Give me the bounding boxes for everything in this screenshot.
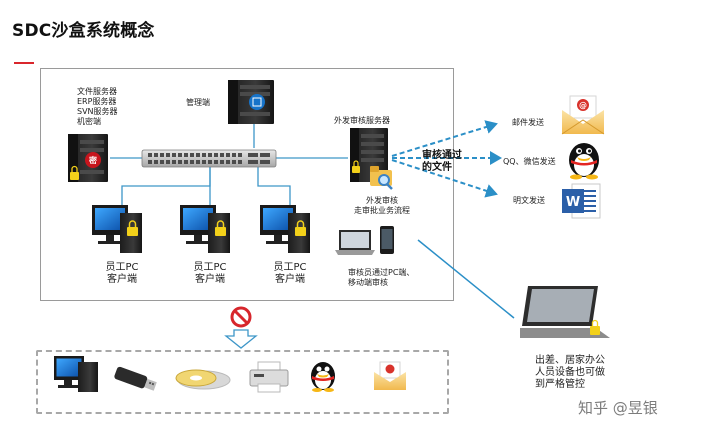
page-title: SDC沙盒系统概念 xyxy=(12,21,155,41)
channel-qq-label: QQ、微信发送 xyxy=(503,157,556,166)
channel-plaintext-label: 明文发送 xyxy=(513,196,545,205)
management-label: 管理端 xyxy=(186,98,210,107)
employee-pc-icon-2 xyxy=(180,205,230,253)
secret-server-icon: 密 xyxy=(68,134,108,182)
magnifier-folder-icon xyxy=(370,166,393,190)
email-envelope-icon: @ xyxy=(561,95,605,135)
client-label-3: 员工PC 客户端 xyxy=(268,262,312,286)
reviewer-line-1: 审核员通过PC端、 xyxy=(348,268,415,277)
client-2-line-2: 客户端 xyxy=(195,274,225,285)
watermark: 知乎 @昱银 xyxy=(578,399,658,417)
title-accent-rule xyxy=(14,62,34,64)
printer-icon xyxy=(249,361,289,393)
svg-text:密: 密 xyxy=(88,155,97,165)
prohibited-icon xyxy=(230,306,252,328)
server-label-file: 文件服务器 xyxy=(77,87,117,96)
down-arrow-icon xyxy=(224,329,258,349)
employee-pc-icon-3 xyxy=(260,205,310,253)
audit-label: 外发审核 走审批业务流程 xyxy=(352,196,412,216)
client-3-line-1: 员工PC xyxy=(273,262,307,273)
management-server-icon xyxy=(228,80,274,124)
client-3-line-2: 客户端 xyxy=(275,274,305,285)
employee-pc-icon-1 xyxy=(92,205,142,253)
reviewer-line-2: 移动端审核 xyxy=(348,278,388,287)
disc-icon xyxy=(175,369,231,390)
server-label-svn: SVN服务器 xyxy=(77,107,118,116)
usb-drive-icon xyxy=(114,366,157,391)
network-switch-icon xyxy=(141,149,277,168)
client-1-line-2: 客户端 xyxy=(107,274,137,285)
qq-penguin-icon xyxy=(569,143,599,180)
remote-line-2: 人员设备也可做 xyxy=(535,367,605,378)
client-label-2: 员工PC 客户端 xyxy=(188,262,232,286)
qq-penguin-small-icon xyxy=(311,362,335,392)
email-small-icon xyxy=(374,361,406,390)
reviewer-laptop-icon xyxy=(335,230,375,255)
remote-line-3: 到严格管控 xyxy=(535,379,585,390)
reviewer-phone-icon xyxy=(380,226,394,254)
server-label-erp: ERP服务器 xyxy=(77,97,117,106)
blocked-devices-zone xyxy=(36,350,449,414)
outbound-server-label: 外发审核服务器 xyxy=(334,116,390,125)
client-1-line-1: 员工PC xyxy=(105,262,139,273)
audit-line-1: 外发审核 xyxy=(366,196,398,205)
remote-line-1: 出差、居家办公 xyxy=(535,355,605,366)
remote-label: 出差、居家办公 人员设备也可做 到严格管控 xyxy=(535,355,605,391)
svg-text:W: W xyxy=(566,195,580,210)
approved-line-2: 的文件 xyxy=(422,162,452,173)
network-links xyxy=(110,124,348,212)
server-label-secret: 机密端 xyxy=(77,117,101,126)
approved-files-label: 审核通过 的文件 xyxy=(422,150,462,174)
desktop-pc-icon xyxy=(54,356,98,392)
remote-link xyxy=(417,239,515,319)
remote-laptop-icon xyxy=(520,286,610,338)
word-document-icon: W xyxy=(562,183,601,219)
approved-line-1: 审核通过 xyxy=(422,150,462,161)
outbound-arrows xyxy=(391,120,502,198)
channel-email-label: 邮件发送 xyxy=(512,118,544,127)
server-list: 文件服务器 ERP服务器 SVN服务器 机密端 xyxy=(77,87,118,127)
svg-text:@: @ xyxy=(579,101,587,110)
audit-line-2: 走审批业务流程 xyxy=(354,206,410,215)
reviewer-label: 审核员通过PC端、 移动端审核 xyxy=(348,268,414,288)
client-2-line-1: 员工PC xyxy=(193,262,227,273)
client-label-1: 员工PC 客户端 xyxy=(100,262,144,286)
